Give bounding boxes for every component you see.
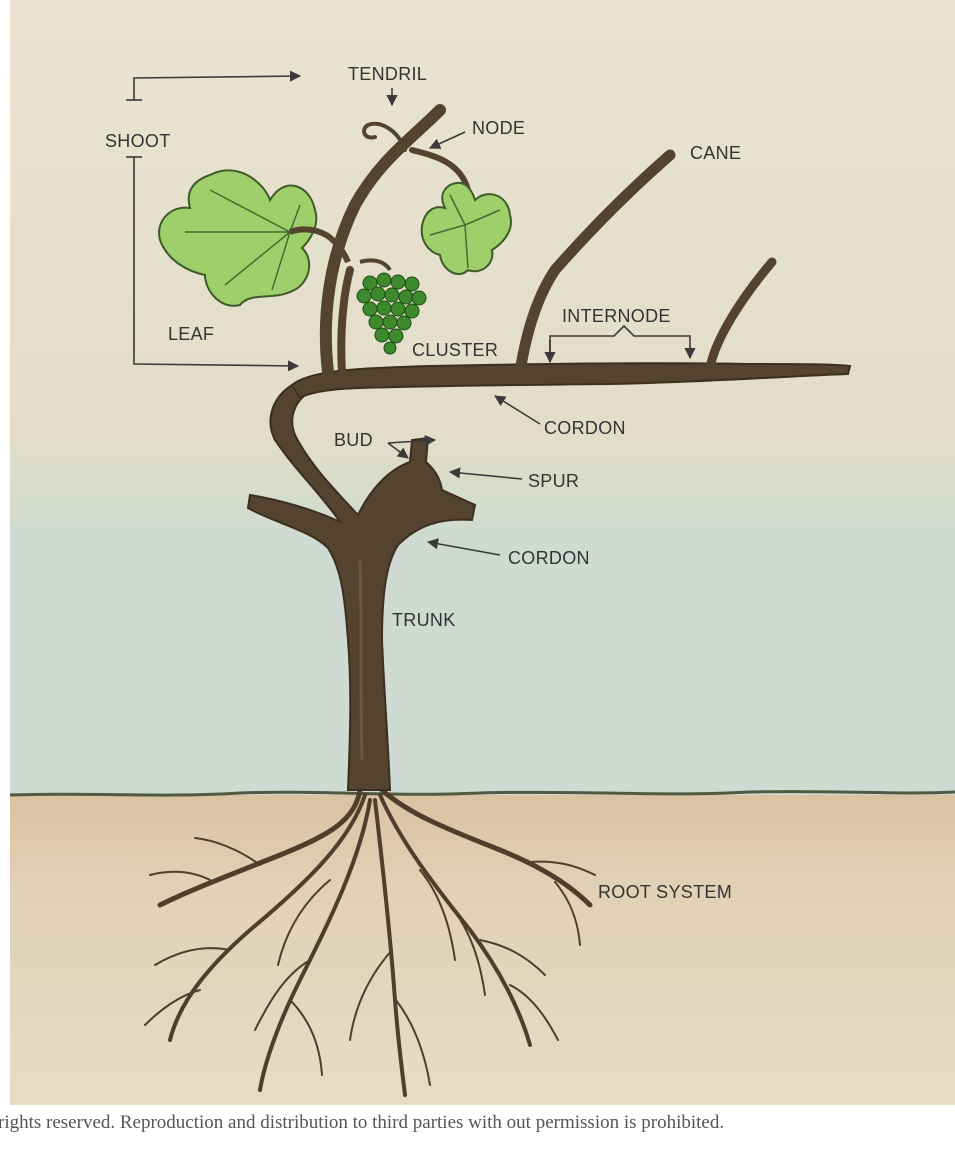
label-trunk: TRUNK [392,610,456,630]
grapevine-diagram: TENDRIL NODE SHOOT CANE LEAF CLUSTER INT… [10,0,955,1162]
label-internode: INTERNODE [562,306,671,326]
label-cordon-lower: CORDON [508,548,590,568]
label-cane: CANE [690,143,741,163]
copyright-notice: rights reserved. Reproduction and distri… [0,1112,955,1134]
label-leaf: LEAF [168,324,214,344]
label-spur: SPUR [528,471,579,491]
label-root-system: ROOT SYSTEM [598,882,732,902]
label-bud: BUD [334,430,373,450]
label-cluster: CLUSTER [412,340,498,360]
label-tendril: TENDRIL [348,64,427,84]
label-cordon-upper: CORDON [544,418,626,438]
label-node: NODE [472,118,525,138]
label-shoot: SHOOT [105,131,171,151]
